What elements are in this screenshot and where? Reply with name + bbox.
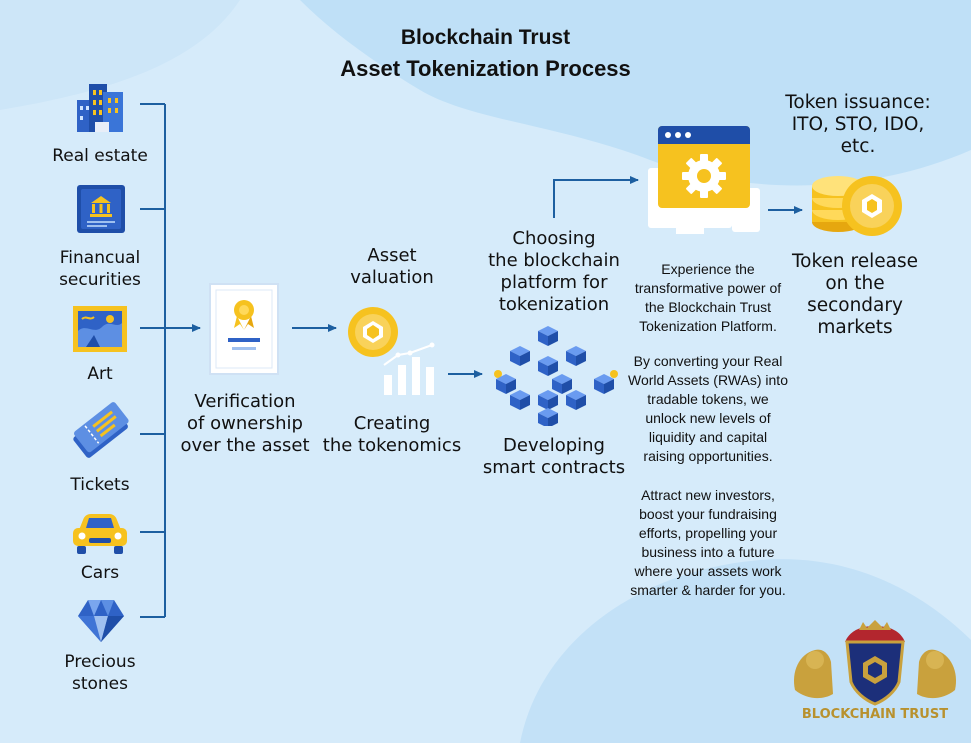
cube-block xyxy=(538,356,558,376)
asset-label-cars: Cars xyxy=(80,563,120,583)
asset-label-tickets: Tickets xyxy=(70,475,130,495)
gem-icon xyxy=(78,600,124,642)
cube-block xyxy=(566,390,586,410)
logo-text: BLOCKCHAIN TRUST xyxy=(802,707,948,722)
token-chart-icon xyxy=(348,307,435,395)
cube-block xyxy=(510,390,530,410)
cube-block xyxy=(566,346,586,366)
cube-block xyxy=(538,326,558,346)
node-dot xyxy=(494,370,502,378)
coin-stack-icon xyxy=(812,176,902,236)
smart-contract-cubes-icon xyxy=(494,326,618,426)
step-asset-valuation: Asset valuation xyxy=(350,245,434,288)
blockchain-trust-logo: BLOCKCHAIN TRUST xyxy=(793,620,957,722)
description-paragraph-2: By converting your Real World Assets (RW… xyxy=(627,353,788,464)
bank-document-icon xyxy=(77,185,125,233)
asset-label-financial-securities: Financual securities xyxy=(59,248,141,290)
step-creating-tokenomics: Creating the tokenomics xyxy=(322,413,462,456)
buildings-icon xyxy=(77,84,123,132)
step-choosing-platform: Choosing the blockchain platform for tok… xyxy=(488,228,620,315)
cube-block xyxy=(496,374,516,394)
cube-block xyxy=(594,374,614,394)
description-paragraph-3: Attract new investors, boost your fundra… xyxy=(630,487,786,598)
cube-block xyxy=(538,408,558,426)
car-icon xyxy=(73,514,127,554)
certificate-icon xyxy=(209,283,279,375)
node-dot xyxy=(610,370,618,378)
step-token-issuance: Token issuance: ITO, STO, IDO, etc. xyxy=(785,92,931,157)
painting-icon xyxy=(73,306,127,352)
platform-window-icon xyxy=(648,126,760,234)
asset-label-real-estate: Real estate xyxy=(52,146,148,166)
cube-block xyxy=(552,374,572,394)
title-line-1: Blockchain Trust xyxy=(400,26,571,49)
cube-block xyxy=(510,346,530,366)
ticket-icon xyxy=(73,402,129,458)
asset-label-art: Art xyxy=(87,364,113,384)
title-line-2: Asset Tokenization Process xyxy=(340,56,631,81)
cube-block xyxy=(538,390,558,410)
step-developing-smart-contracts: Developing smart contracts xyxy=(482,435,626,478)
step-verification: Verification of ownership over the asset xyxy=(180,391,310,456)
step-token-release: Token release on the secondary markets xyxy=(792,251,918,338)
asset-label-precious-stones: Precious stones xyxy=(64,652,136,694)
description-paragraph-1: Experience the transformative power of t… xyxy=(634,261,782,334)
